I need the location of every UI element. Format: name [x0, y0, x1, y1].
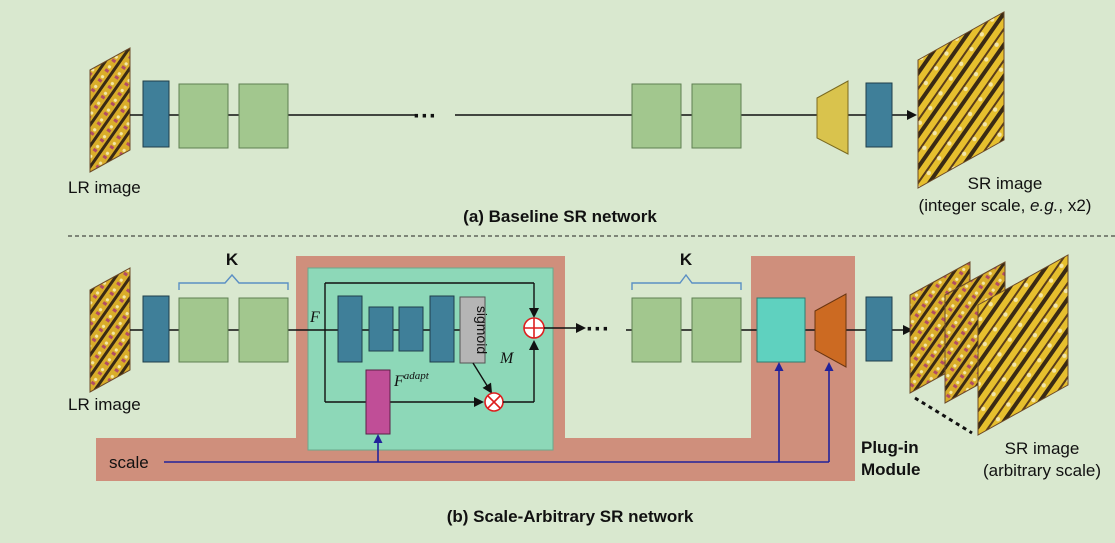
lr-image-label-b: LR image: [68, 395, 141, 414]
res-block-b3: [631, 297, 682, 363]
lr-image-a: [89, 47, 131, 173]
panel-b: LR image K F sigmoid M Fadapt: [68, 250, 1101, 526]
caption-a: (a) Baseline SR network: [463, 207, 657, 226]
k-brace-right: [631, 273, 742, 290]
f-adapt-block: [365, 369, 391, 435]
f-label: F: [309, 309, 320, 326]
sr-image-b-3: [977, 254, 1069, 436]
upsampler-a: [816, 80, 849, 155]
m-label: M: [499, 350, 515, 367]
conv-block-b-out: [865, 296, 893, 362]
sigmoid-label: sigmoid: [474, 306, 490, 354]
f-adapt-label: Fadapt: [393, 370, 430, 390]
conv-block-a-out: [865, 82, 893, 148]
k-label-left: K: [226, 250, 239, 269]
res-block-b1: [178, 297, 229, 363]
res-block-a4: [691, 83, 742, 149]
res-block-a1: [178, 83, 229, 149]
lr-image-label-a: LR image: [68, 178, 141, 197]
scale-aware-upsampler: [814, 293, 847, 368]
caption-b: (b) Scale-Arbitrary SR network: [447, 507, 694, 526]
k-label-right: K: [680, 250, 693, 269]
plugin-label-line2: Module: [861, 460, 921, 479]
ellipsis-b: ···: [586, 316, 610, 343]
conv-block-a: [142, 80, 170, 148]
mask-conv-1: [337, 295, 363, 363]
k-brace-left: [178, 273, 289, 290]
ellipsis-a: ···: [413, 103, 437, 130]
sr-image-a: [917, 11, 1005, 189]
sr-scale-label-b: (arbitrary scale): [983, 461, 1101, 480]
mask-to-multiply-line: [472, 362, 493, 394]
mask-conv-3: [398, 306, 424, 352]
mask-conv-4: [429, 295, 455, 363]
sigmoid-block: [459, 296, 486, 364]
mask-conv-2: [368, 306, 394, 352]
res-block-a3: [631, 83, 682, 149]
sr-image-label-b: SR image: [1005, 439, 1080, 458]
panel-a: LR image ··· SR image (integer scale, e.…: [68, 11, 1092, 226]
res-block-b2: [238, 297, 289, 363]
conv-block-b: [142, 295, 170, 363]
scale-label: scale: [109, 453, 149, 472]
res-block-b4: [691, 297, 742, 363]
sr-stack-dots: [914, 396, 973, 435]
scale-aware-conv-block: [756, 297, 806, 363]
sr-scale-label-a: (integer scale, e.g., x2): [919, 196, 1092, 215]
res-block-a2: [238, 83, 289, 149]
sr-image-label-a: SR image: [968, 174, 1043, 193]
lr-image-b: [89, 267, 131, 393]
plugin-label-line1: Plug-in: [861, 438, 919, 457]
